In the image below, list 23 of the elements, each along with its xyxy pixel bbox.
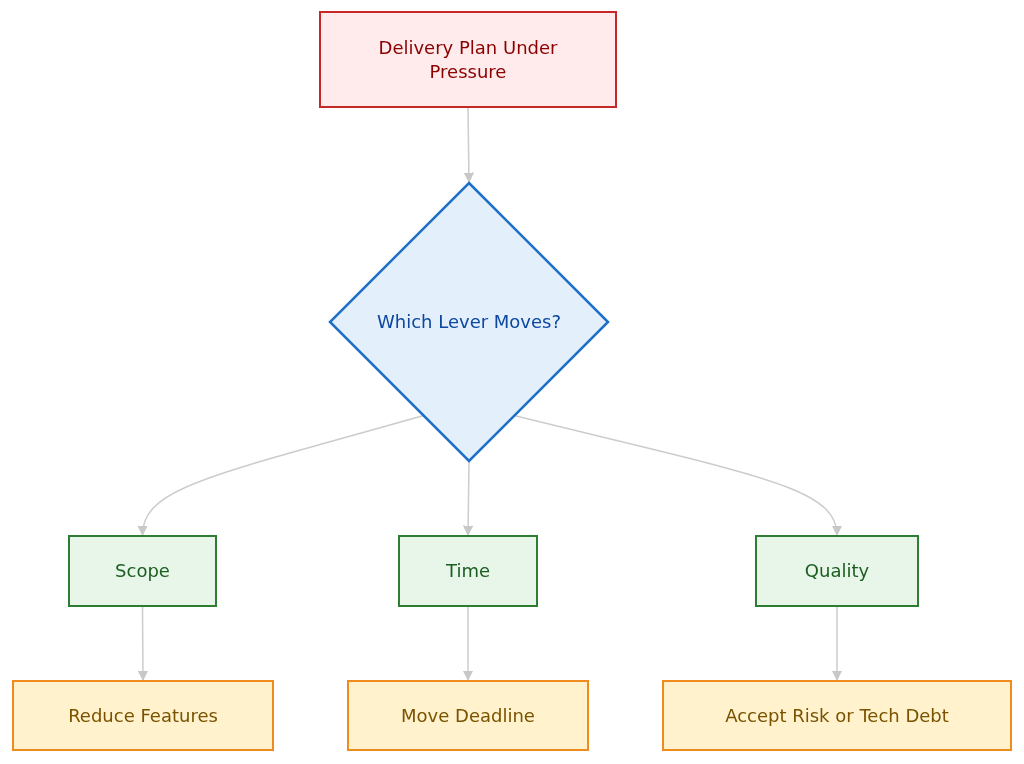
outcome-box — [347, 680, 589, 751]
arrow — [138, 415, 424, 537]
node-label: Move Deadline — [400, 703, 536, 728]
outcome-box — [12, 680, 274, 751]
node-label: Delivery Plan Under Pressure — [377, 35, 559, 84]
arrow — [462, 606, 474, 682]
start-box — [319, 11, 617, 108]
node-label: Time — [444, 559, 492, 583]
node-label: Scope — [114, 559, 171, 583]
arrow — [463, 107, 475, 184]
lever-box — [398, 535, 538, 607]
node-label: Which Lever Moves? — [375, 310, 563, 334]
arrow — [514, 415, 841, 537]
arrow — [137, 606, 149, 682]
lever-box — [68, 535, 217, 607]
node-label: Accept Risk or Tech Debt — [724, 703, 950, 728]
arrow — [831, 606, 843, 682]
decision-diamond — [329, 182, 609, 462]
lever-box — [755, 535, 919, 607]
arrow — [462, 461, 474, 537]
node-label: Quality — [803, 559, 871, 583]
node-label: Reduce Features — [67, 703, 219, 728]
outcome-box — [662, 680, 1012, 751]
